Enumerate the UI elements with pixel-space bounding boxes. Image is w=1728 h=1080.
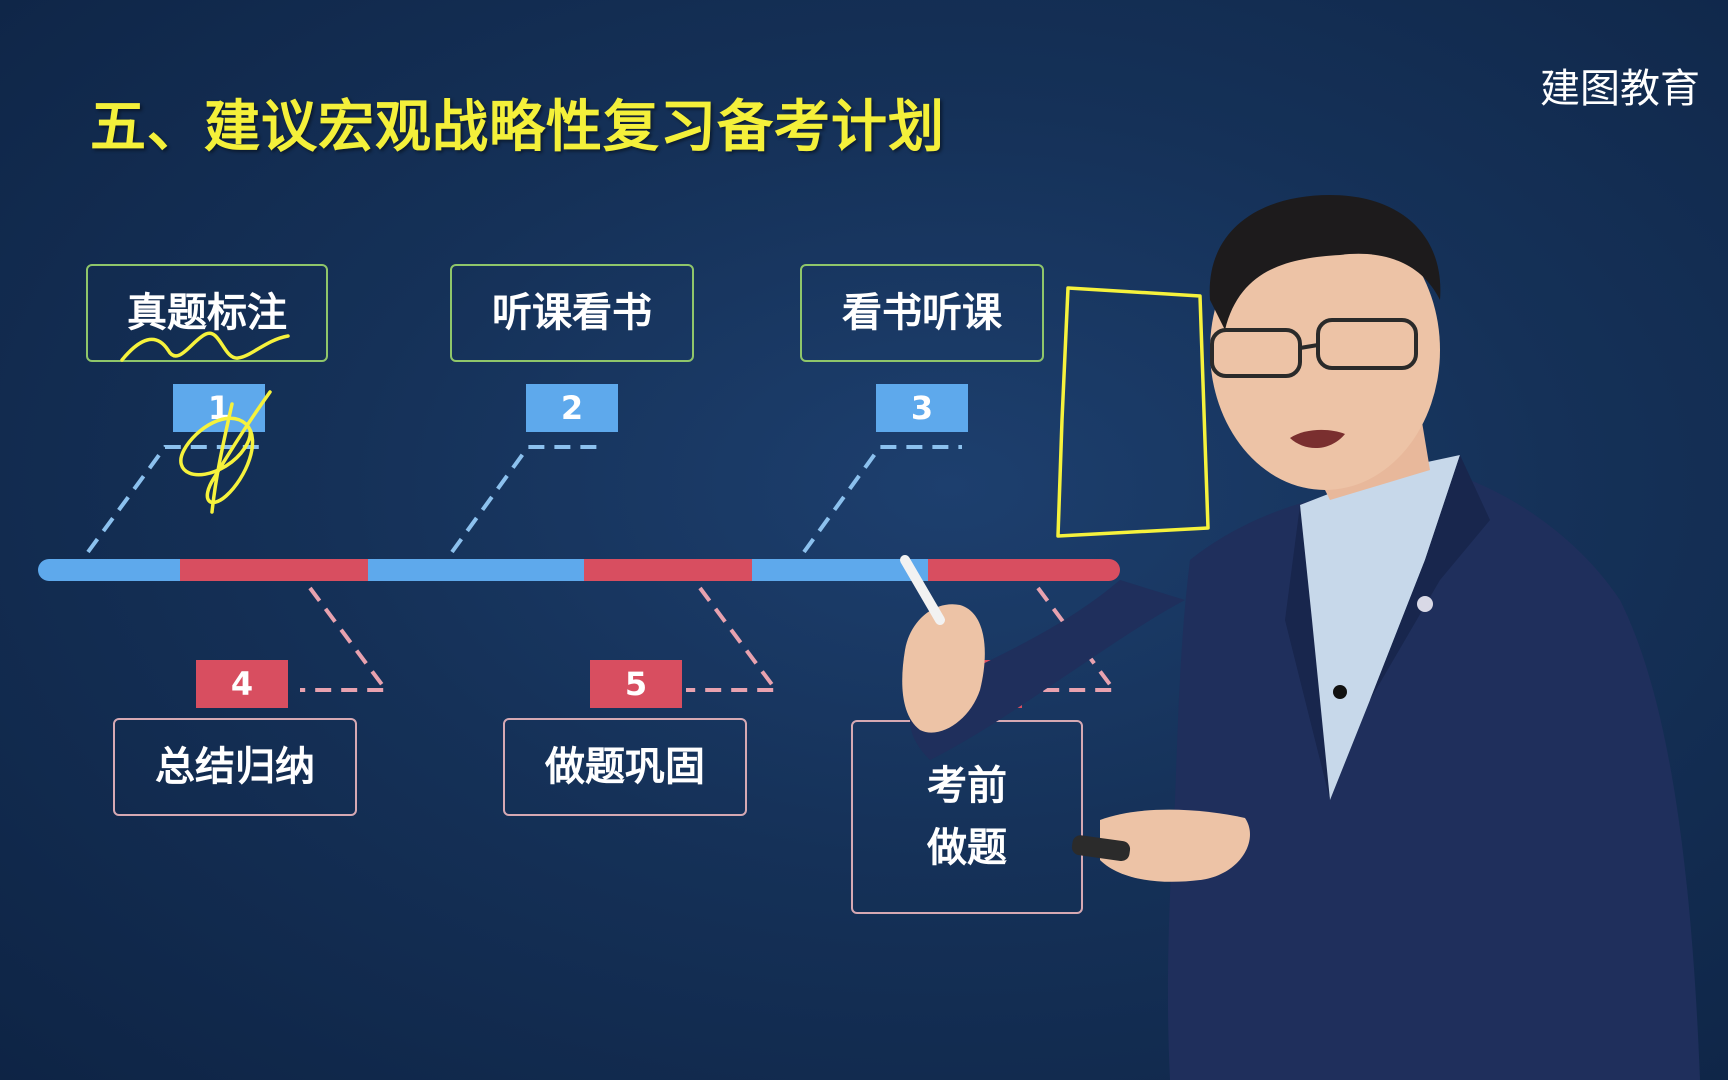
connector-step-4	[300, 586, 390, 692]
presenter-lower-hand	[1100, 809, 1250, 882]
presenter-raised-hand	[902, 604, 985, 733]
step-2-label: 听课看书	[492, 290, 652, 336]
timeline-segment-1	[38, 559, 180, 581]
presenter-lapel-left	[1285, 505, 1330, 800]
step-4-badge: 4	[196, 660, 288, 708]
presenter-lapel-right	[1370, 455, 1490, 700]
step-3-box: 看书听课	[800, 264, 1044, 362]
page-title: 五、建议宏观战略性复习备考计划	[90, 95, 945, 160]
step-2-badge: 2	[526, 384, 618, 432]
presenter-shirt	[1300, 455, 1460, 800]
step-4-box: 总结归纳	[113, 718, 357, 816]
annotation-rectangle	[1056, 286, 1210, 538]
step-3-badge: 3	[876, 384, 968, 432]
timeline-segment-3	[752, 559, 928, 581]
watermark-logo-text: 建图教育	[1540, 66, 1700, 112]
step-6-label-line1: 考前	[927, 763, 1007, 809]
step-6-label-line2: 做题	[927, 825, 1007, 871]
presenter-mouth	[1290, 429, 1345, 449]
step-1-label: 真题标注	[127, 290, 287, 336]
presenter-hair	[1209, 195, 1441, 330]
presenter-head	[1210, 210, 1440, 490]
step-5-badge: 5	[590, 660, 682, 708]
presenter-raised-arm	[910, 580, 1185, 760]
presenter-lapel-pin	[1417, 596, 1433, 612]
step-5-label: 做题巩固	[545, 744, 705, 790]
presenter-pen	[900, 555, 945, 625]
step-2-box: 听课看书	[450, 264, 694, 362]
presenter-glasses	[1210, 318, 1418, 378]
step-4-label: 总结归纳	[155, 744, 315, 790]
step-6-box: 考前 做题	[851, 720, 1083, 914]
annotation-underline-squiggle	[120, 331, 290, 362]
timeline-segment-6	[928, 559, 1120, 581]
connector-step-1	[86, 445, 264, 554]
step-5-box: 做题巩固	[503, 718, 747, 816]
timeline-segment-4	[180, 559, 368, 581]
step-3-label: 看书听课	[842, 290, 1002, 336]
timeline-bar	[38, 559, 1120, 581]
connector-step-3	[802, 445, 962, 554]
presenter-clicker	[1071, 835, 1131, 862]
connector-step-6	[1026, 586, 1118, 692]
timeline-segment-2	[368, 559, 584, 581]
timeline-segment-5	[584, 559, 752, 581]
step-1-box: 真题标注	[86, 264, 328, 362]
connector-step-5	[686, 586, 780, 692]
annotation-scribble-mark	[179, 390, 272, 514]
presenter-microphone	[1333, 685, 1347, 699]
